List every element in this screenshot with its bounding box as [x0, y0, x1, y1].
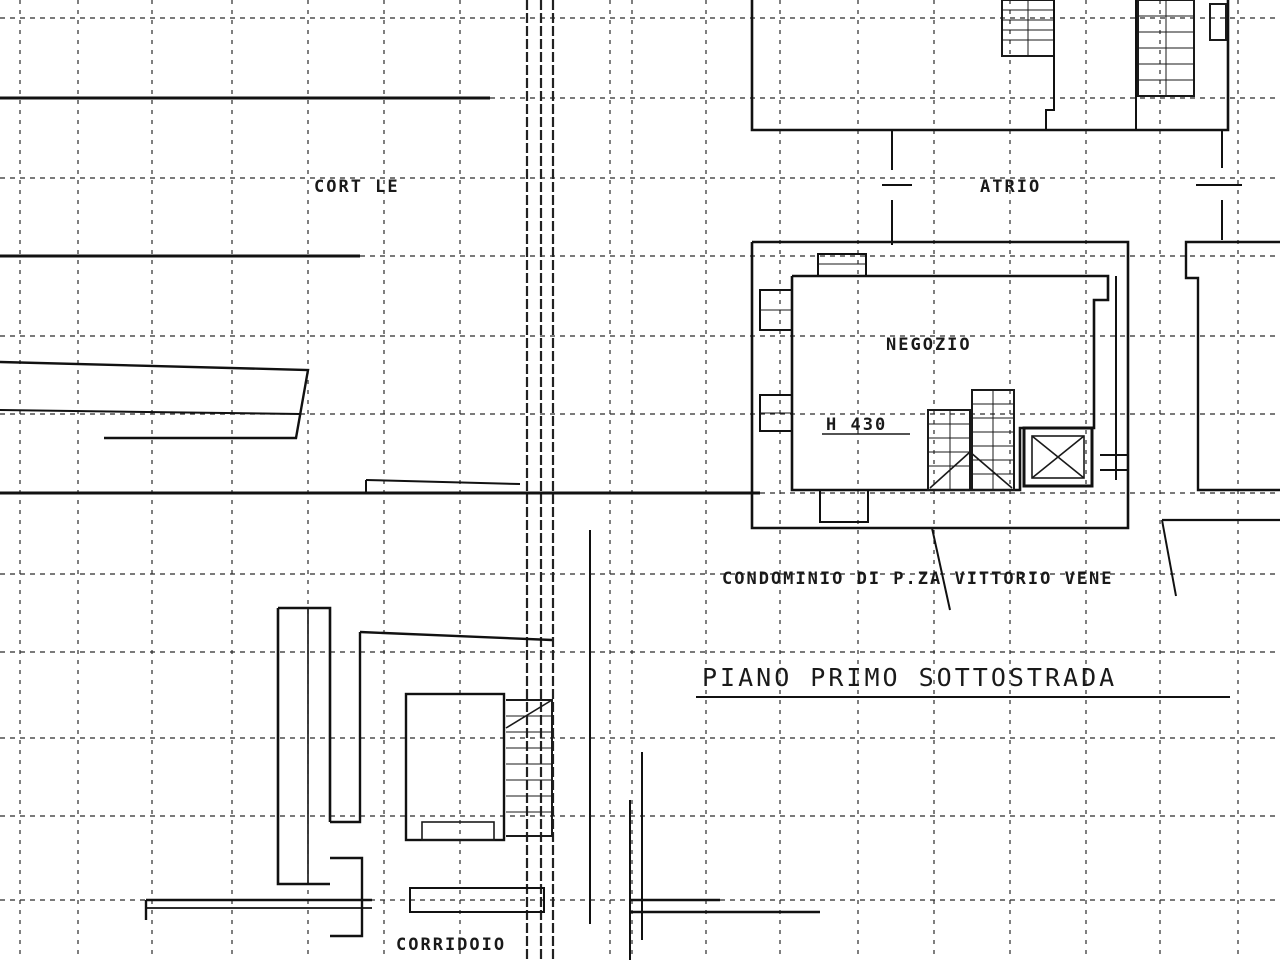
- atrio-block: [750, 0, 1242, 245]
- label-negozio: NEGOZIO: [886, 335, 972, 355]
- stairs-icon: [505, 699, 553, 837]
- lower-left-structure: [144, 530, 820, 960]
- elevator-shaft-icon: [1022, 426, 1094, 488]
- plan-title: PIANO PRIMO SOTTOSTRADA: [702, 663, 1117, 692]
- label-height: H 430: [826, 415, 887, 435]
- label-cortile: CORT LE: [314, 177, 400, 197]
- adjacent-building: [931, 240, 1280, 611]
- label-corridoio: CORRIDOIO: [396, 935, 506, 955]
- main-rules: [0, 96, 760, 495]
- stairs-icon: [1135, 0, 1227, 130]
- courtyard-wall: [0, 360, 310, 440]
- stairs-icon: [1001, 0, 1055, 130]
- label-condominio: CONDOMINIO DI P.ZA VITTORIO VENE: [722, 569, 1114, 589]
- label-atrio: ATRIO: [980, 177, 1041, 197]
- stairs-icon: [927, 389, 1015, 491]
- negozio-room: [750, 240, 1130, 530]
